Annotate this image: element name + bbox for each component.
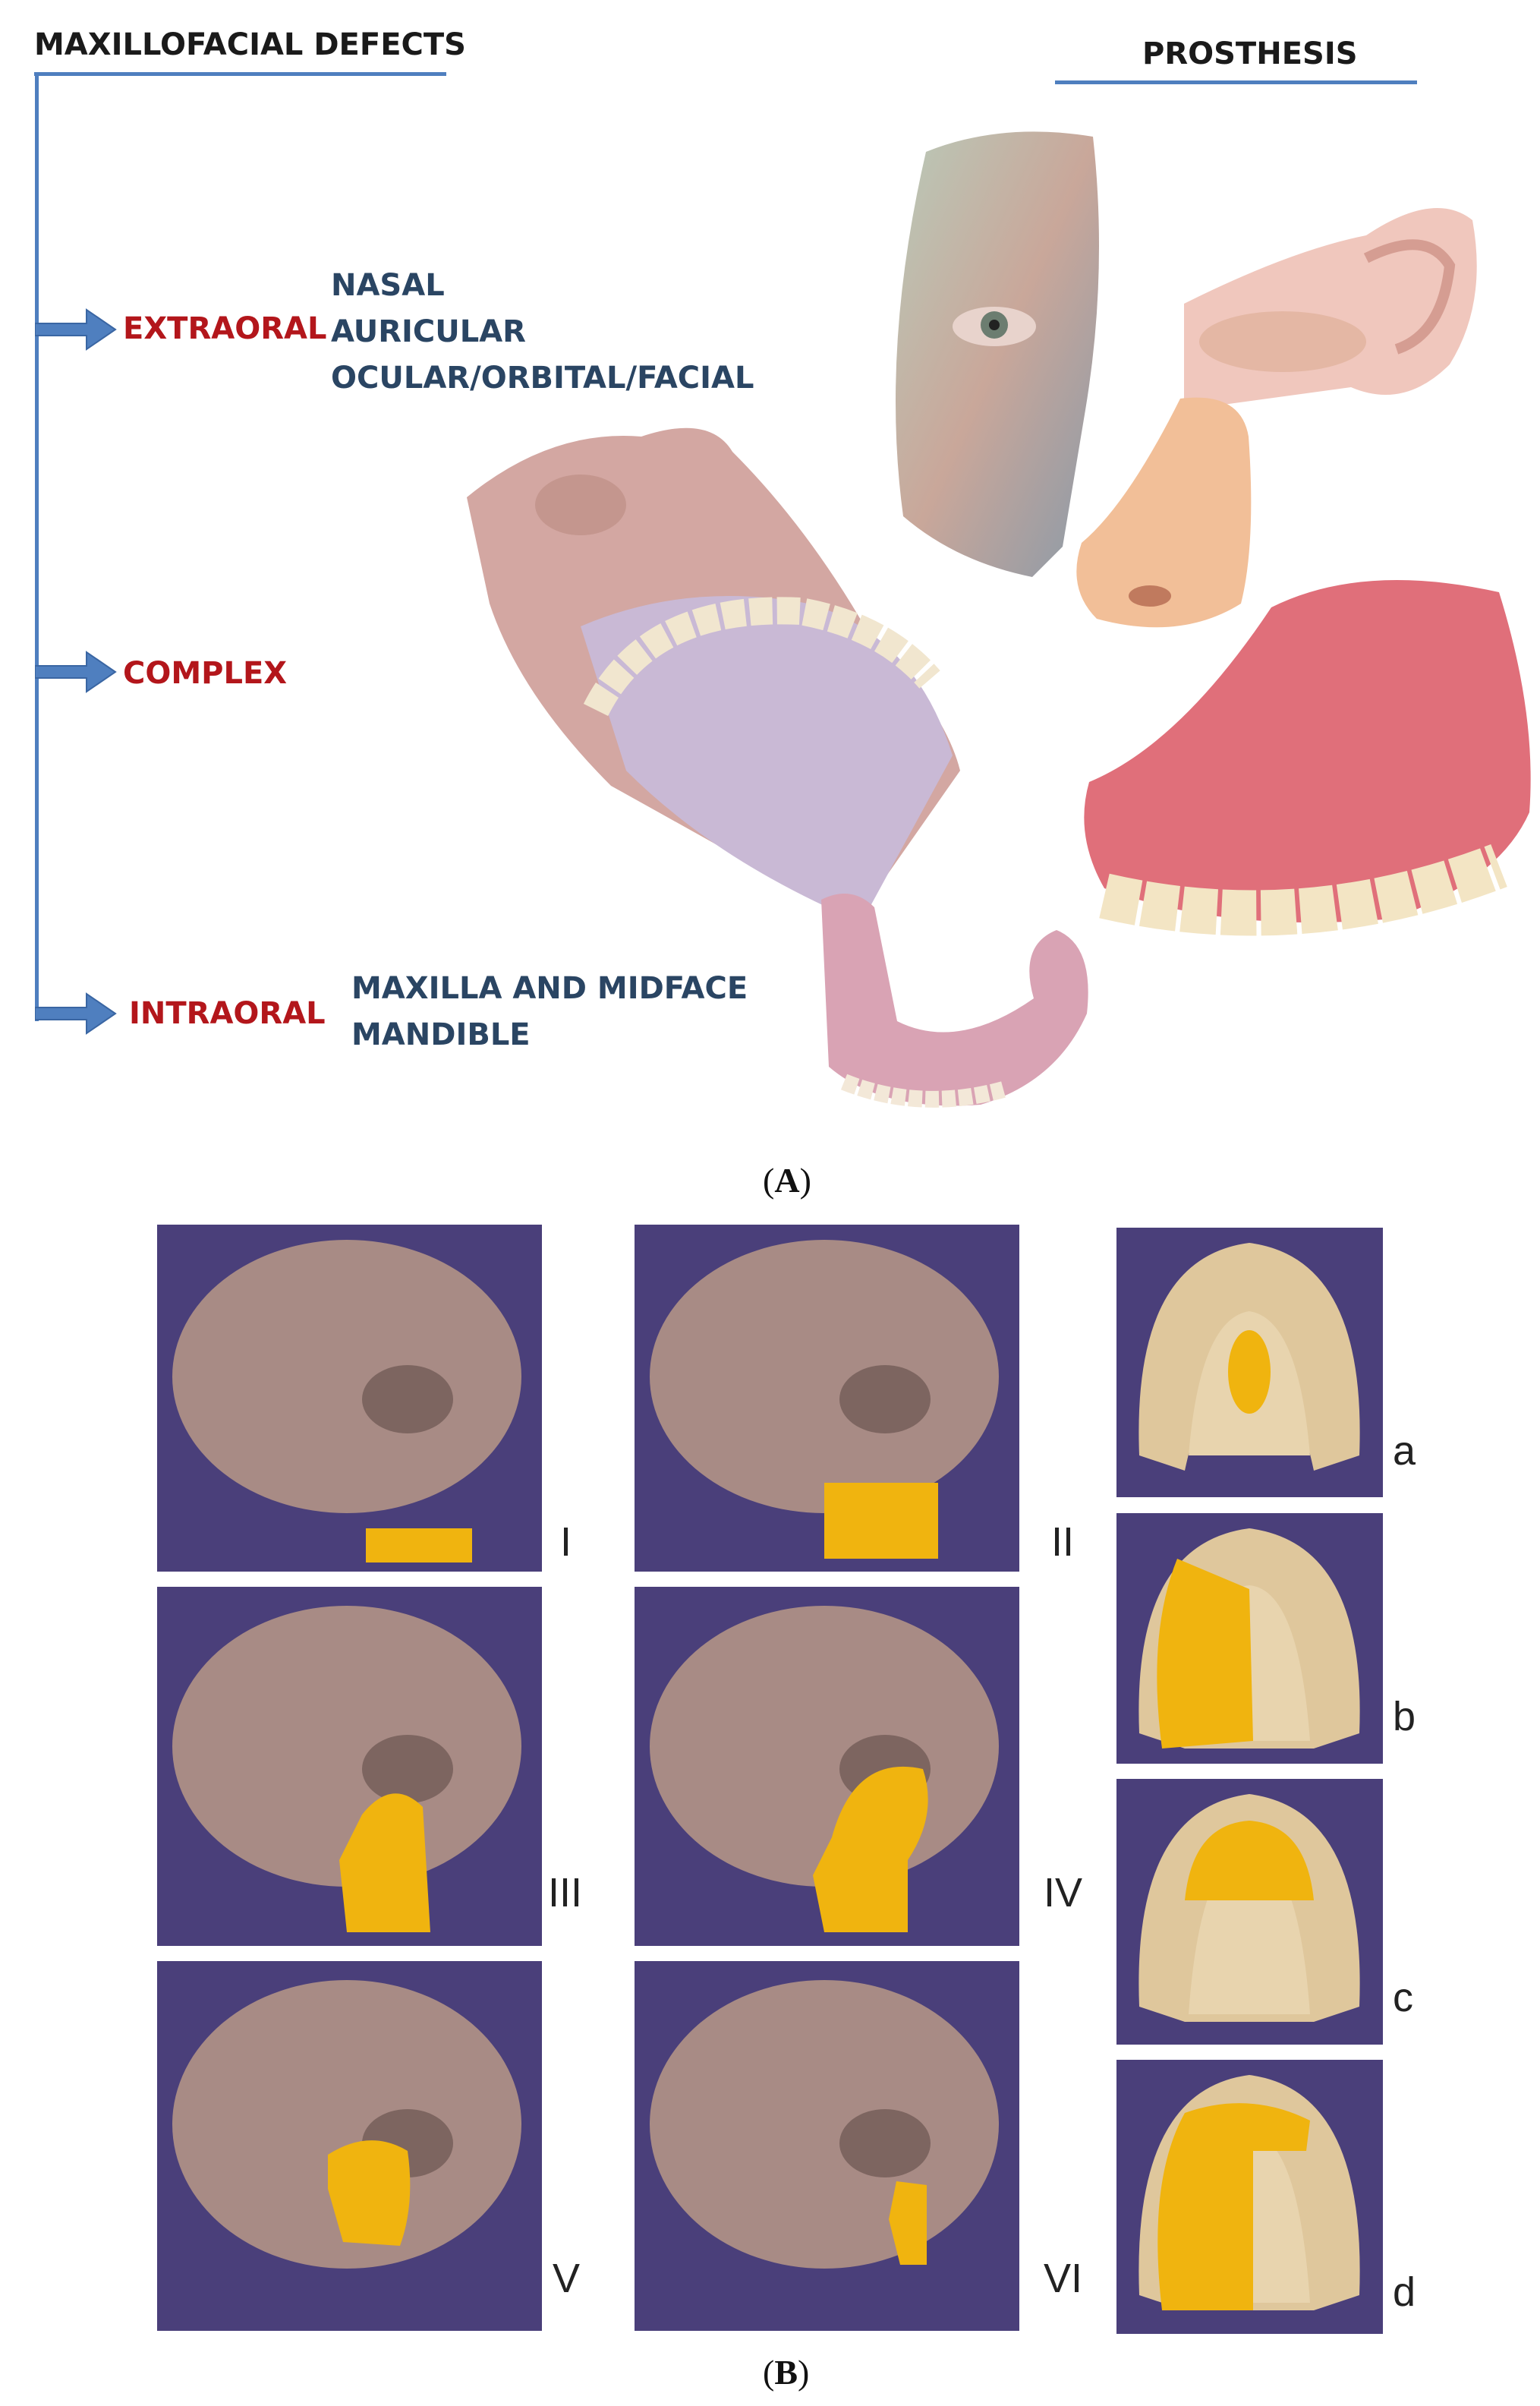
obturator-prosthesis-photo [821, 894, 1088, 1108]
label-skull-IV: IV [1044, 1870, 1083, 1916]
header-underline [34, 72, 446, 76]
label-palate-a: a [1393, 1428, 1416, 1474]
label-palate-d: d [1393, 2269, 1416, 2315]
prosthesis-header: PROSTHESIS [1142, 36, 1358, 71]
subtype-maxilla-midface: MAXILLA AND MIDFACE [351, 971, 748, 1006]
category-intraoral: INTRAORAL [129, 996, 326, 1031]
skull-panel-III [157, 1587, 542, 1946]
tree-vertical-line [35, 72, 39, 1021]
intraoral-subtypes: MAXILLA AND MIDFACE MANDIBLE [351, 966, 748, 1058]
subtype-mandible: MANDIBLE [351, 1017, 531, 1052]
complex-prosthesis-photo [467, 427, 960, 922]
palate-panel-c [1116, 1779, 1383, 2045]
arrow-right-icon [35, 651, 117, 693]
label-skull-II: II [1051, 1519, 1075, 1565]
skull-panel-V [157, 1961, 542, 2331]
palate-panel-d [1116, 2060, 1383, 2334]
caption-b: (B) [763, 2353, 810, 2392]
label-skull-V: V [553, 2256, 581, 2301]
orbital-facial-prosthesis-photo [896, 131, 1099, 578]
subtype-ocular-orbital-facial: OCULAR/ORBITAL/FACIAL [331, 361, 754, 396]
skull-panel-IV [635, 1587, 1019, 1946]
category-extraoral: EXTRAORAL [123, 311, 327, 346]
label-skull-III: III [548, 1870, 583, 1916]
arrow-right-icon [35, 992, 117, 1035]
subtype-auricular: AURICULAR [331, 314, 526, 349]
label-palate-c: c [1393, 1975, 1413, 2020]
nasal-prosthesis-photo [1076, 397, 1252, 628]
caption-a: (A) [763, 1161, 811, 1200]
extraoral-subtypes: NASAL AURICULAR OCULAR/ORBITAL/FACIAL [331, 263, 754, 402]
label-skull-I: I [560, 1519, 572, 1565]
maxillofacial-defects-header: MAXILLOFACIAL DEFECTS [34, 27, 466, 62]
label-skull-VI: VI [1044, 2256, 1083, 2301]
auricular-prosthesis-photo [1184, 208, 1477, 410]
skull-panel-I [157, 1225, 542, 1572]
category-complex: COMPLEX [123, 656, 288, 691]
skull-panel-VI [635, 1961, 1019, 2331]
subtype-nasal: NASAL [331, 268, 445, 303]
prosthesis-underline [1055, 80, 1417, 84]
skull-panel-II [635, 1225, 1019, 1572]
arrow-right-icon [35, 308, 117, 351]
maxillary-denture-prosthesis-photo [1084, 580, 1531, 936]
palate-panel-a [1116, 1228, 1383, 1497]
label-palate-b: b [1393, 1694, 1416, 1739]
palate-panel-b [1116, 1513, 1383, 1764]
